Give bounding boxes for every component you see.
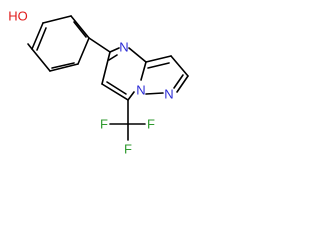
bond: [49, 63, 79, 72]
bond: [88, 37, 111, 53]
fluorine-bottom-label: F: [124, 142, 132, 157]
bridge-nitrogen-label: N: [136, 83, 145, 98]
bond: [51, 62, 75, 69]
atom-labels: HO N N N F F F: [8, 9, 173, 157]
bond: [173, 74, 184, 89]
bonds: [27, 15, 189, 141]
bond: [109, 47, 120, 53]
hydroxyl-label: HO: [8, 9, 28, 24]
bond: [140, 61, 147, 81]
molecule-structure: HO N N N F F F: [8, 9, 189, 157]
bond: [101, 83, 129, 101]
bond: [70, 15, 90, 39]
bond: [128, 47, 147, 63]
bond: [73, 21, 87, 38]
fluorine-right-label: F: [147, 117, 155, 132]
pyrimidine-nitrogen-label: N: [119, 40, 128, 55]
bond: [27, 43, 33, 50]
bond: [101, 51, 111, 85]
bond: [145, 92, 164, 95]
bond: [36, 27, 47, 51]
bond: [31, 22, 44, 50]
bond: [31, 48, 51, 72]
bond: [176, 75, 189, 93]
terminal-nitrogen-label: N: [164, 87, 173, 102]
fluorine-left-label: F: [100, 117, 108, 132]
bond: [108, 54, 118, 61]
bond: [77, 37, 90, 65]
bond: [147, 62, 170, 69]
bond: [170, 55, 189, 77]
bond: [145, 55, 172, 63]
bond: [127, 91, 135, 101]
bond: [106, 81, 127, 95]
bond: [42, 15, 72, 24]
